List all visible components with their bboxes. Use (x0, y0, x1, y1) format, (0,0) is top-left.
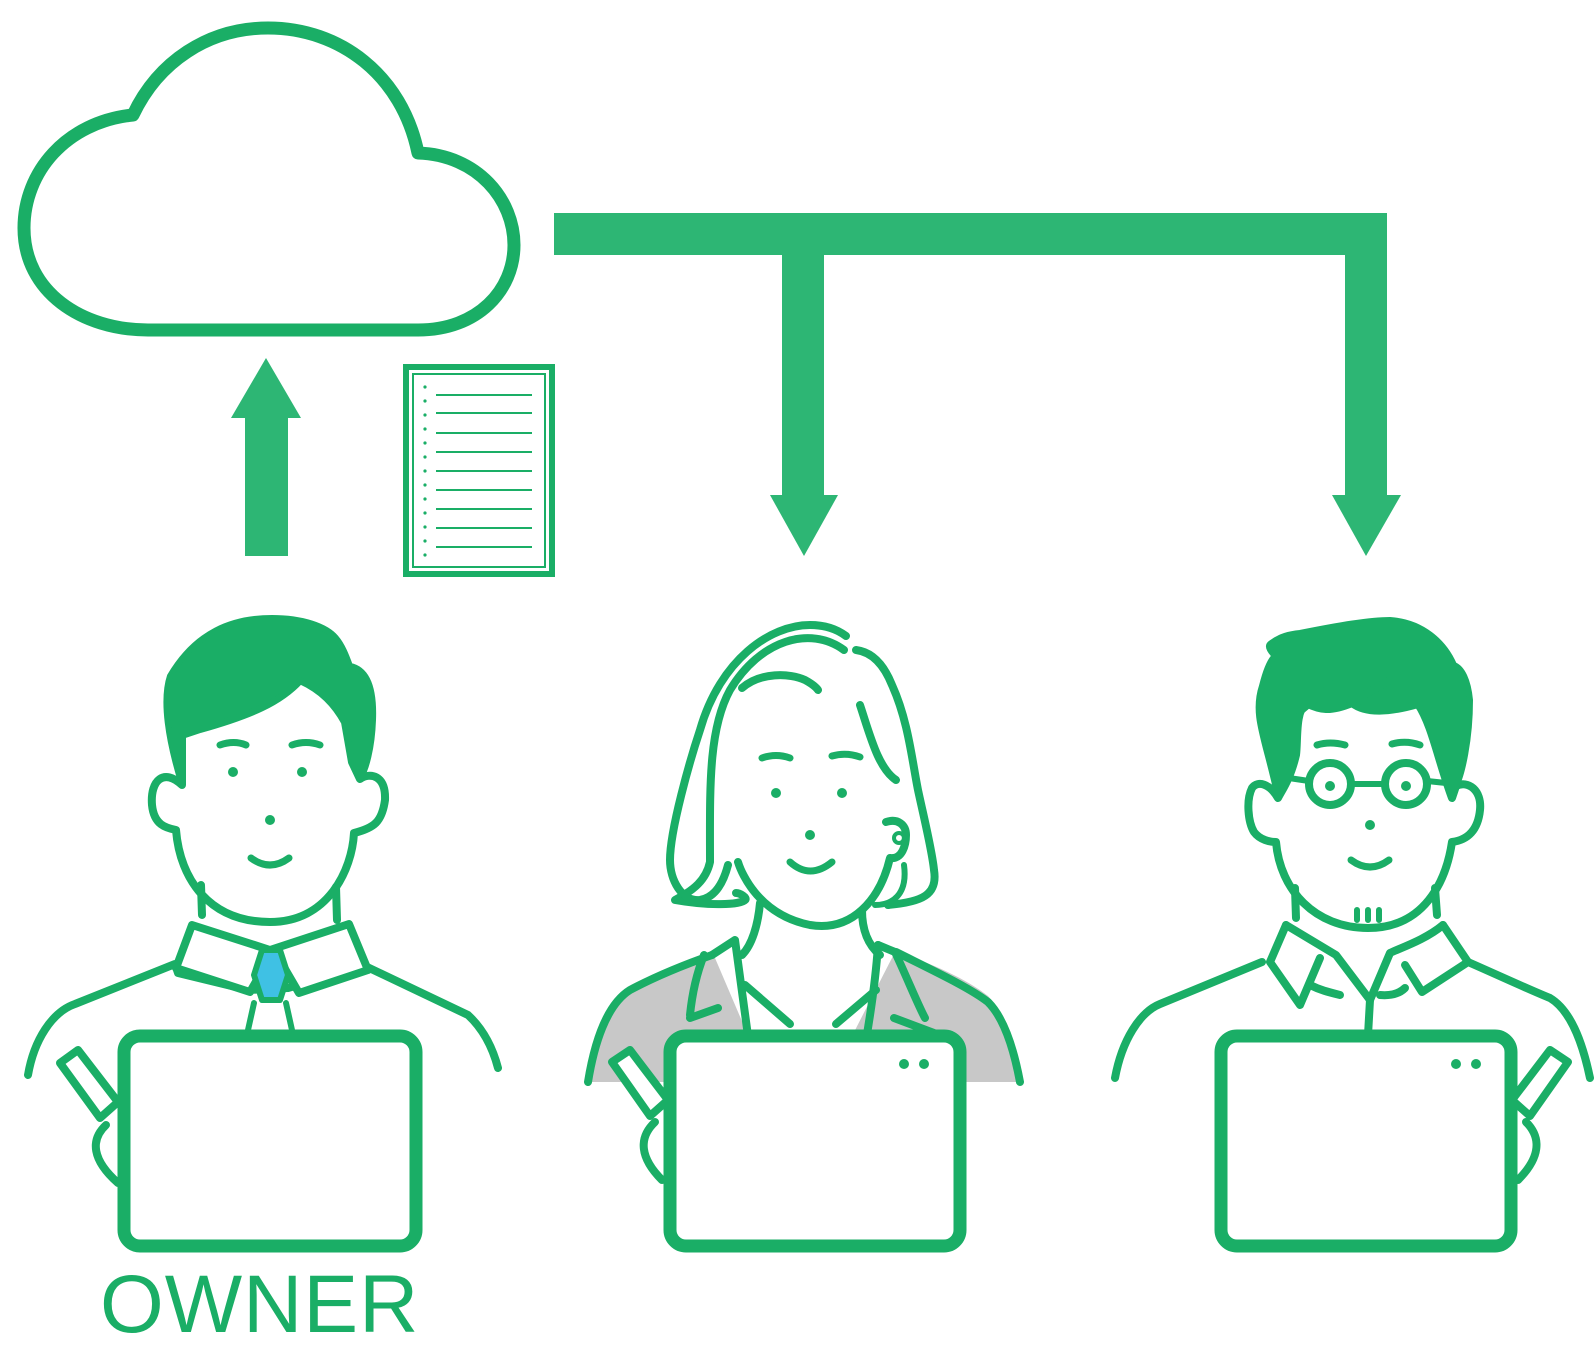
owner-label: OWNER (100, 1259, 420, 1350)
document-icon (403, 364, 555, 577)
cloud-icon (17, 21, 521, 337)
distribution-arrows-icon (554, 213, 1401, 556)
person-recipient-woman (584, 621, 1024, 1253)
person-owner (24, 615, 502, 1253)
upload-arrow-icon (231, 358, 301, 556)
person-recipient-man-glasses (1111, 617, 1594, 1253)
